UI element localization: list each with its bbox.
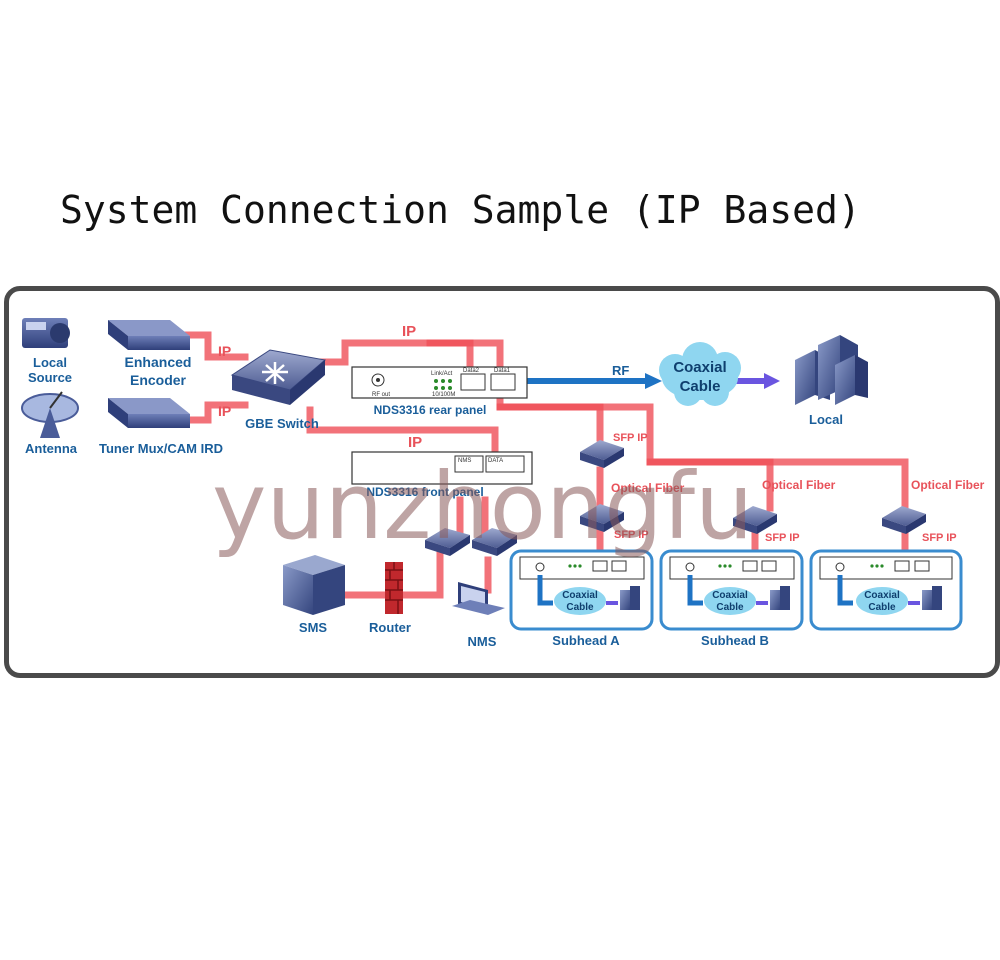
subhead-a bbox=[509, 549, 654, 631]
link-router-sw bbox=[401, 551, 444, 599]
subhead-a-coax-1: Coaxial bbox=[562, 590, 598, 601]
speed-text: 10/100M bbox=[432, 392, 455, 398]
nms-label: NMS bbox=[468, 634, 497, 649]
sfp-ip-label-2: SFP IP bbox=[614, 529, 649, 541]
subhead-b-coax-1: Coaxial bbox=[712, 590, 748, 601]
rf-out-text: RF out bbox=[372, 392, 390, 398]
router-firewall-icon bbox=[385, 562, 403, 614]
nms-laptop-icon bbox=[452, 582, 505, 615]
link-switch-rear bbox=[311, 339, 474, 367]
sfp-switch-a-top-icon bbox=[580, 440, 624, 468]
link-rear-c bbox=[646, 458, 909, 512]
sfp-ip-label-3: SFP IP bbox=[765, 532, 800, 544]
local-label: Local bbox=[809, 412, 843, 427]
nms-port-text: NMS bbox=[458, 458, 471, 464]
router-label: Router bbox=[369, 620, 411, 635]
subhead-c-coax-2: Cable bbox=[868, 602, 896, 613]
subhead-a-label: Subhead A bbox=[552, 633, 620, 648]
page-title: System Connection Sample (IP Based) bbox=[60, 188, 861, 232]
link-rear-sfp bbox=[496, 388, 604, 442]
local-source-label-2: Source bbox=[28, 370, 72, 385]
link-act-text: Link/Act bbox=[431, 371, 453, 377]
link-switch-front bbox=[306, 406, 499, 454]
rear-panel-device bbox=[351, 366, 528, 399]
tuner-mux-label: Tuner Mux/CAM IRD bbox=[99, 441, 223, 456]
gbe-switch-icon bbox=[230, 349, 327, 405]
subhead-b bbox=[659, 549, 804, 631]
link-rear-data1 bbox=[426, 339, 504, 367]
link-encoder-switch bbox=[184, 331, 249, 361]
enhanced-encoder-label-1: Enhanced bbox=[125, 354, 192, 370]
sms-label: SMS bbox=[299, 620, 328, 635]
data-port-text: DATA bbox=[488, 458, 503, 464]
antenna-icon bbox=[21, 391, 79, 438]
rf-label: RF bbox=[612, 363, 629, 378]
local-source-icon bbox=[22, 318, 70, 348]
sms-server-icon bbox=[283, 555, 345, 615]
optical-fiber-label-2: Optical Fiber bbox=[762, 478, 836, 492]
sfp-switch-c-icon bbox=[882, 506, 926, 534]
data2-text: Data2 bbox=[463, 368, 480, 374]
subhead-b-label: Subhead B bbox=[701, 633, 769, 648]
subhead-c-coax-1: Coaxial bbox=[864, 590, 900, 601]
buildings-icon bbox=[795, 335, 868, 405]
front-panel-label: NDS3316 front panel bbox=[366, 485, 483, 499]
ip-label-4: IP bbox=[408, 434, 422, 451]
optical-fiber-label-3: Optical Fiber bbox=[911, 478, 985, 492]
ip-label-1: IP bbox=[218, 343, 231, 359]
subhead-c bbox=[809, 549, 963, 631]
sfp-ip-label-4: SFP IP bbox=[922, 532, 957, 544]
subhead-b-coax-2: Cable bbox=[716, 602, 744, 613]
sfp-ip-label-1: SFP IP bbox=[613, 432, 648, 444]
link-ird-switch bbox=[184, 401, 249, 424]
optical-fiber-label-1: Optical Fiber bbox=[611, 481, 685, 495]
subhead-a-coax-2: Cable bbox=[566, 602, 594, 613]
ip-label-3: IP bbox=[402, 323, 416, 340]
front-panel-device bbox=[351, 451, 533, 485]
data1-text: Data1 bbox=[494, 368, 511, 374]
tuner-ird-icon bbox=[108, 398, 190, 428]
enhanced-encoder-icon bbox=[108, 320, 190, 350]
rear-panel-label: NDS3316 rear panel bbox=[374, 403, 487, 417]
coaxial-cloud-icon bbox=[659, 342, 741, 406]
enhanced-encoder-label-2: Encoder bbox=[130, 372, 187, 388]
nms-switch-right-icon bbox=[472, 528, 517, 556]
ip-links bbox=[184, 331, 909, 599]
local-source-label-1: Local bbox=[33, 355, 67, 370]
gbe-switch-label: GBE Switch bbox=[245, 416, 319, 431]
sfp-switch-b-icon bbox=[733, 506, 777, 534]
sfp-switch-a-bottom-icon bbox=[580, 504, 624, 532]
ip-label-2: IP bbox=[218, 403, 231, 419]
watermark-text: yunzhongfu bbox=[212, 453, 753, 560]
coaxial-label-2: Cable bbox=[680, 378, 721, 395]
coaxial-label-1: Coaxial bbox=[673, 359, 726, 376]
nms-switch-left-icon bbox=[425, 528, 470, 556]
antenna-label: Antenna bbox=[25, 441, 78, 456]
